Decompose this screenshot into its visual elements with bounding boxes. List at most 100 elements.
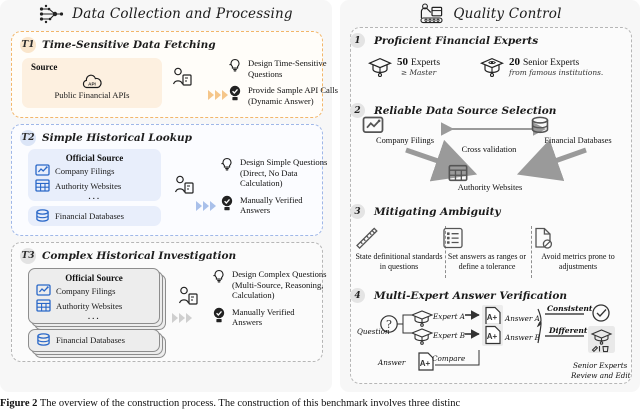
verification-senior-line2: Review and Edit (571, 371, 631, 380)
expert-group-2: 20 Senior Experts from famous institutio… (480, 56, 603, 77)
extra-source-label-t3: Financial Databases (56, 335, 125, 345)
flow-chevrons-t1 (208, 90, 228, 100)
flow-chevrons-t2 (196, 201, 216, 211)
mitigation-item-2: Set answers as ranges or define a tolera… (441, 226, 533, 272)
verification-consistent-label: Consistent (547, 304, 593, 313)
outputs-t1: Design Time-Sensitive Questions Provide … (228, 58, 348, 112)
mitigation-item-1: State definitional standards in question… (353, 226, 445, 272)
document-blocked-icon (535, 227, 553, 249)
expert-label: Senior Experts (523, 58, 580, 68)
ellipsis-icon: ... (88, 190, 101, 202)
chart-monitor-icon (362, 116, 384, 133)
verification-answer-b-label: Answer B (505, 333, 540, 342)
source-card-title-t3: Official Source (65, 273, 123, 283)
source-row: Company Filings (29, 283, 159, 298)
output-row: Design Time-Sensitive Questions (228, 58, 348, 79)
task-label-t2: T2 Simple Historical Lookup (12, 125, 322, 146)
person-computer-icon (178, 286, 198, 305)
source-label-t1-0: Public Financial APIs (54, 90, 130, 100)
source-card-t1: Source API Public Financial APIs (22, 58, 162, 108)
mitigation-item-3: Avoid metrics prone to adjustments (532, 226, 624, 272)
qc-node-financial-databases: Financial Databases (530, 116, 626, 145)
verified-check-icon (213, 307, 225, 322)
extra-source-card-t3: Financial Databases (28, 329, 160, 352)
source-card-t3: Official Source Company Filings Authorit… (28, 268, 160, 324)
svg-text:A+: A+ (487, 332, 498, 341)
divider (531, 226, 532, 278)
left-panel-title: Data Collection and Processing (72, 6, 293, 22)
qc-step-title: Proficient Financial Experts (374, 34, 539, 47)
source-card-title-t2: Official Source (65, 153, 124, 163)
output-text: Provide Sample API Calls (Dynamic Answer… (248, 85, 338, 106)
table-grid-icon (448, 164, 468, 182)
qc-node-label: Authority Websites (457, 183, 523, 192)
svg-text:A+: A+ (487, 313, 498, 322)
task-label-t3: T3 Complex Historical Investigation (12, 243, 322, 264)
output-row: Provide Sample API Calls (Dynamic Answer… (228, 85, 348, 106)
verification-expert-b-label: Expert B (433, 331, 466, 340)
qc-step-number: 3 (350, 204, 365, 219)
expert-sub: ≥ Master (400, 68, 437, 77)
qc-node-company-filings: Company Filings (362, 116, 448, 145)
qc-step-title: Reliable Data Source Selection (374, 104, 557, 117)
source-card-title-t1: Source (31, 62, 58, 72)
qc-node-label: Financial Databases (544, 136, 612, 145)
idea-bulb-icon (221, 157, 232, 171)
mitigation-text: Set answers as ranges or define a tolera… (447, 252, 527, 271)
output-text: Manually Verified Answers (240, 194, 303, 216)
left-panel-header: Data Collection and Processing (0, 0, 332, 28)
database-icon (37, 333, 50, 346)
right-panel-title: Quality Control (453, 6, 562, 22)
expert-sub: from famous institutions. (509, 68, 604, 77)
mitigation-text: State definitional standards in question… (355, 252, 443, 271)
source-card-t2: Official Source Company Filings Authorit… (28, 149, 161, 202)
source-label-t3-1: Authority Websites (56, 300, 123, 311)
person-computer-icon (172, 67, 192, 86)
source-label-t2-1: Authority Websites (55, 180, 122, 191)
right-panel-header: Quality Control (340, 0, 640, 28)
figure-caption: Figure 2 The overview of the constructio… (0, 398, 640, 409)
table-grid-icon (36, 299, 51, 312)
chart-monitor-icon (36, 284, 51, 296)
verified-check-icon (229, 85, 241, 101)
task-name-t2: Simple Historical Lookup (42, 132, 193, 144)
flow-chevrons-t3 (172, 313, 192, 323)
output-text: Design Time-Sensitive Questions (248, 58, 327, 79)
chart-monitor-icon (35, 164, 50, 176)
figure-label: Figure 2 (0, 398, 38, 409)
verification-senior-line1: Senior Experts (573, 361, 628, 370)
output-text: Manually Verified Answers (232, 306, 295, 328)
qc-node-label: Cross validation (461, 145, 517, 154)
table-grid-icon (35, 179, 50, 192)
expert-count: 50 (397, 56, 408, 68)
task-box-t1: T1 Time-Sensitive Data Fetching Source A… (11, 31, 338, 118)
source-row: Authority Websites (29, 298, 159, 313)
qc-node-cross-validation-label: Cross validation (444, 120, 534, 154)
extra-source-label-t2: Financial Databases (55, 211, 124, 221)
qc-step-1: 1 Proficient Financial Experts (350, 33, 538, 48)
output-row: Design Complex Questions (Multi-Source, … (212, 269, 332, 301)
qc-step-2: 2 Reliable Data Source Selection (350, 103, 556, 118)
database-icon (36, 209, 49, 222)
verification-question-label: Question (357, 327, 390, 336)
qc-step-title: Multi-Expert Answer Verification (374, 289, 568, 302)
output-text: Design Complex Questions (Multi-Source, … (232, 269, 327, 300)
task-name-t1: Time-Sensitive Data Fetching (42, 39, 216, 51)
task-box-t2: T2 Simple Historical Lookup Official Sou… (11, 124, 327, 236)
task-box-t3: T3 Complex Historical Investigation Offi… (11, 242, 327, 362)
qc-step-number: 2 (350, 103, 365, 118)
svg-text:?: ? (386, 318, 392, 331)
mitigation-text: Avoid metrics prone to adjustments (541, 252, 615, 271)
graduation-cap-eye-icon (480, 57, 504, 77)
task-badge-t3: T3 (20, 248, 36, 264)
source-label-t3-0: Company Filings (56, 285, 116, 296)
task-label-t1: T1 Time-Sensitive Data Fetching (12, 32, 322, 53)
source-row: Financial Databases (29, 330, 159, 348)
svg-text:A+: A+ (420, 359, 431, 368)
qc-node-authority-websites: Authority Websites (448, 164, 532, 192)
source-row: Authority Websites (28, 178, 161, 193)
verification-compare-label: Compare (432, 354, 466, 363)
task-badge-t2: T2 (20, 130, 36, 146)
output-row: Design Simple Questions (Direct, No Data… (220, 157, 328, 189)
